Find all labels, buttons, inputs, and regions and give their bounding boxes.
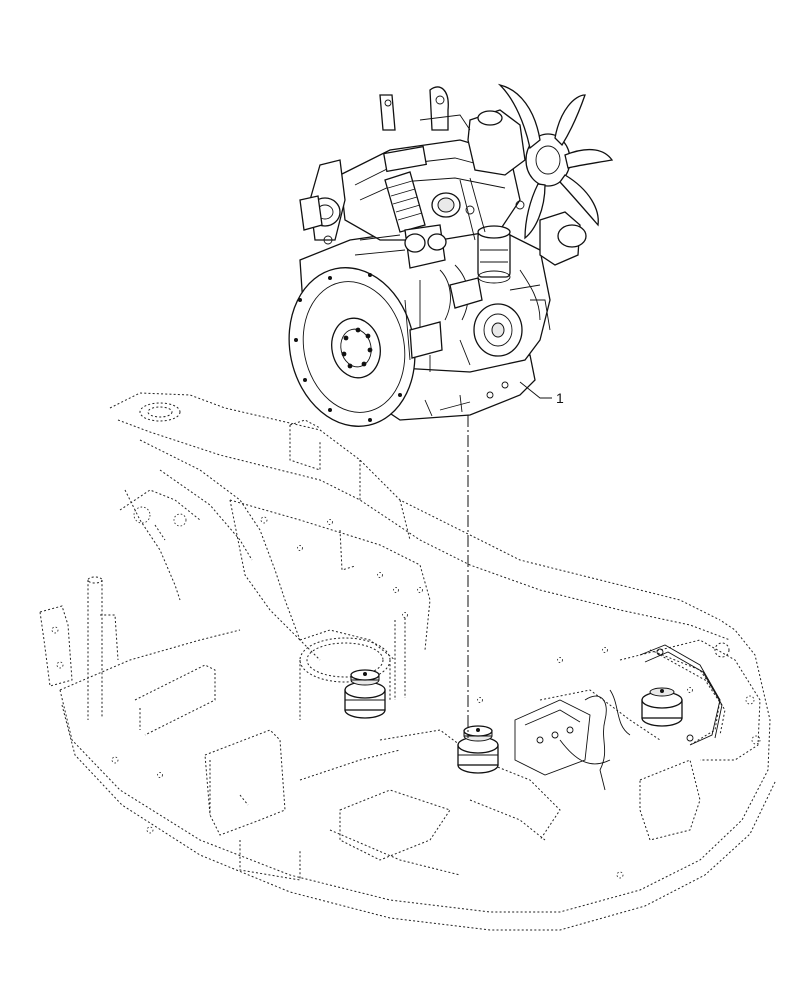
callout-label-1: 1 <box>556 390 564 406</box>
right-bracket <box>639 644 723 746</box>
engine-mount-right <box>641 687 683 727</box>
machine-frame <box>39 392 777 931</box>
cooling-fan <box>497 83 614 240</box>
engine-mount-left <box>344 669 386 719</box>
valve-block <box>514 689 631 791</box>
engine-assembly <box>288 83 614 427</box>
engine-mount-center <box>457 725 499 774</box>
fuel-filter <box>477 225 511 284</box>
callout-1: 1 <box>519 381 564 406</box>
